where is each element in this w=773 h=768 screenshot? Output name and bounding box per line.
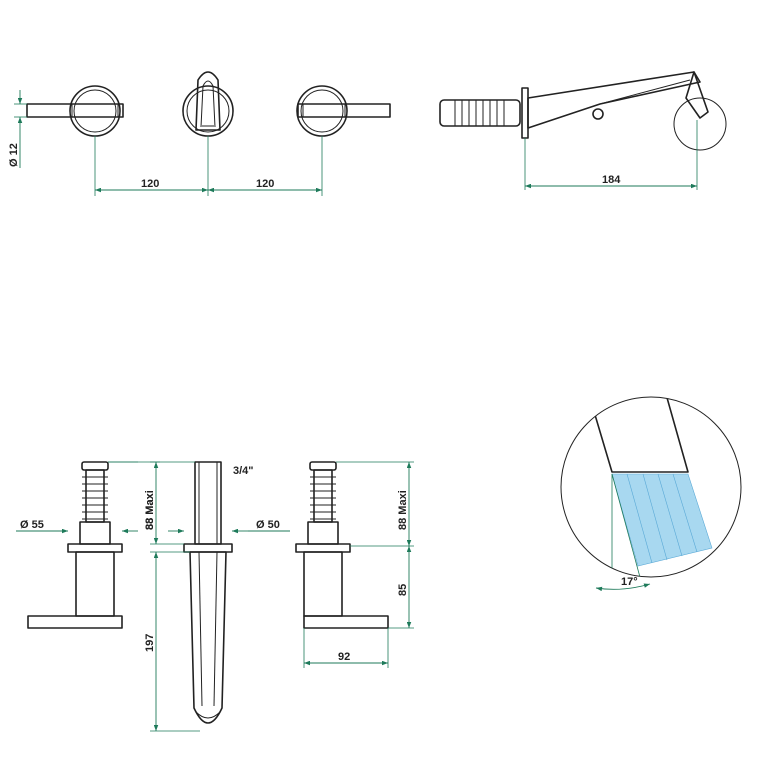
dim-right-max: 88 Maxi bbox=[336, 461, 414, 547]
angle-label: 17° bbox=[621, 576, 638, 588]
dim-spout-length-label: 197 bbox=[144, 634, 156, 652]
dim-max-left-label: 88 Maxi bbox=[144, 490, 156, 530]
thread-label: 3/4" bbox=[233, 465, 254, 477]
dim-handle-diameter-label: Ø 55 bbox=[20, 519, 44, 531]
dim-top-diameter-label: Ø 12 bbox=[8, 143, 20, 167]
dim-spacing-left-label: 120 bbox=[141, 178, 159, 190]
dim-spout-reach-label: 184 bbox=[602, 174, 621, 186]
dim-handle-diameter: Ø 55 bbox=[16, 519, 138, 534]
dim-max-right-label: 88 Maxi bbox=[397, 490, 409, 530]
front-left-handle bbox=[27, 461, 123, 629]
dim-top-diameter: Ø 12 bbox=[8, 90, 27, 168]
front-right-handle bbox=[295, 461, 389, 629]
dim-spout-length: 197 bbox=[144, 551, 200, 732]
spout-detail: 17° bbox=[560, 396, 742, 592]
spout-side-view bbox=[439, 71, 727, 151]
dim-spout-diameter-label: Ø 50 bbox=[256, 519, 280, 531]
dim-spout-reach: 184 bbox=[524, 120, 698, 190]
dim-body-height-label: 85 bbox=[397, 584, 409, 596]
top-left-handle bbox=[26, 85, 124, 137]
top-view: Ø 12 120 120 bbox=[8, 71, 727, 196]
front-center-spout bbox=[183, 461, 233, 724]
dim-spout-diameter: Ø 50 bbox=[168, 519, 290, 534]
dim-body-height: 85 bbox=[388, 546, 414, 629]
dim-handle-length-label: 92 bbox=[338, 651, 350, 663]
top-center-spout bbox=[182, 71, 234, 137]
front-view: Ø 55 Ø 50 88 Maxi bbox=[16, 461, 414, 732]
dim-max-mid-label: 88 Maxi bbox=[144, 490, 156, 530]
dim-handle-length: 92 bbox=[303, 628, 389, 668]
dim-spacing: 120 120 bbox=[94, 136, 323, 196]
dim-spacing-right-label: 120 bbox=[256, 178, 274, 190]
top-right-handle bbox=[296, 85, 391, 137]
